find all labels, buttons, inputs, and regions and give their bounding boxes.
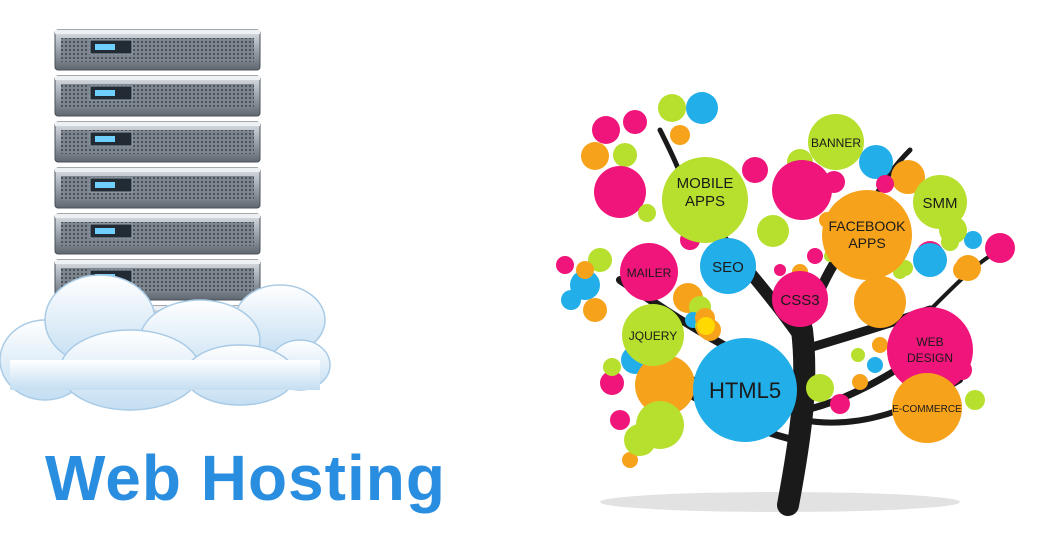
label-mobile-apps-line2: APPS [685, 193, 725, 210]
server-unit [54, 167, 261, 209]
bubble-smm: SMM [913, 175, 967, 229]
bubble-seo: SEO [700, 238, 756, 294]
bubble-ecommerce: E-COMMERCE [892, 373, 962, 443]
label-mailer: MAILER [627, 266, 672, 280]
cloud-illustration [0, 274, 331, 411]
label-jquery: JQUERY [629, 329, 677, 343]
label-facebook-apps-line2: APPS [848, 235, 885, 251]
server-unit [54, 121, 261, 163]
label-html5: HTML5 [709, 378, 781, 403]
page-title: Web Hosting [45, 442, 446, 514]
label-facebook-apps-line1: FACEBOOK [828, 218, 906, 234]
label-smm: SMM [923, 195, 958, 212]
server-unit [54, 29, 261, 71]
label-banner: BANNER [811, 136, 861, 150]
label-ecommerce: E-COMMERCE [892, 404, 962, 415]
technology-tree-illustration: MOBILE APPS BANNER SMM FACEBOOK APPS SEO… [556, 92, 1015, 516]
server-unit [54, 75, 261, 117]
bubble-html5: HTML5 [693, 338, 797, 442]
label-mobile-apps-line1: MOBILE [677, 175, 734, 192]
label-seo: SEO [712, 259, 744, 276]
bubble-css3: CSS3 [772, 271, 828, 327]
bubble-mailer: MAILER [620, 243, 678, 301]
label-web-design-line2: DESIGN [907, 351, 953, 365]
bubble-banner: BANNER [808, 114, 864, 170]
decorative-bubbles [556, 92, 1015, 468]
bubble-jquery: JQUERY [622, 304, 684, 366]
bubble-web-design: WEB DESIGN [887, 307, 973, 393]
server-rack-illustration [0, 29, 331, 411]
label-web-design-line1: WEB [916, 335, 943, 349]
bubble-facebook-apps: FACEBOOK APPS [822, 190, 912, 280]
server-unit [54, 213, 261, 255]
label-css3: CSS3 [780, 292, 819, 309]
bubble-mobile-apps: MOBILE APPS [662, 157, 748, 243]
